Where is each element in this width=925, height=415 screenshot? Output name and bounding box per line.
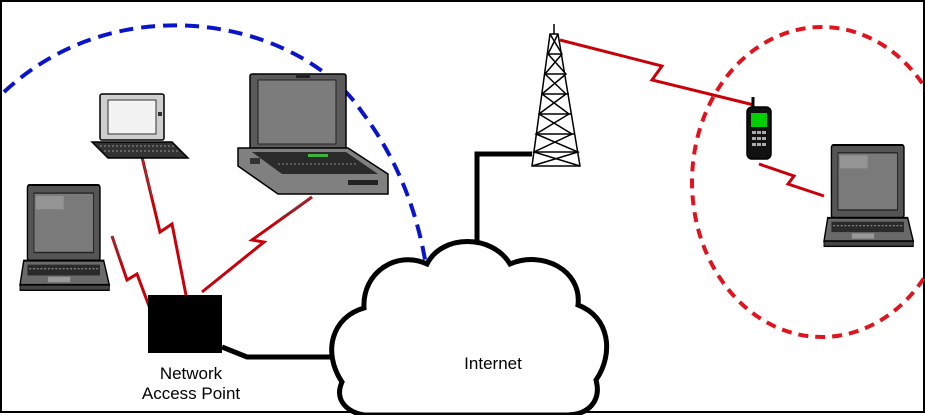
wireless-link-tower-phone bbox=[560, 40, 754, 105]
wireless-link-top-laptop bbox=[142, 157, 186, 295]
laptop-icon bbox=[238, 74, 388, 194]
access-point-label: Network Access Point bbox=[126, 364, 256, 404]
wireless-link-left-laptop bbox=[112, 236, 152, 314]
laptop-icon bbox=[824, 145, 913, 246]
access-point-label-line2: Access Point bbox=[126, 384, 256, 404]
wired-link-ap-to-cloud bbox=[222, 347, 342, 357]
laptop-icon bbox=[20, 185, 109, 290]
laptop-icon bbox=[92, 94, 188, 158]
cell-tower-icon bbox=[532, 24, 580, 166]
internet-label: Internet bbox=[448, 354, 538, 374]
mobile-phone-icon bbox=[747, 97, 771, 159]
cloud-icon bbox=[332, 242, 607, 415]
access-point-box bbox=[148, 295, 222, 353]
wireless-link-big-laptop bbox=[202, 197, 312, 292]
wireless-link-phone-laptop bbox=[759, 164, 824, 196]
access-point-label-line1: Network bbox=[126, 364, 256, 384]
